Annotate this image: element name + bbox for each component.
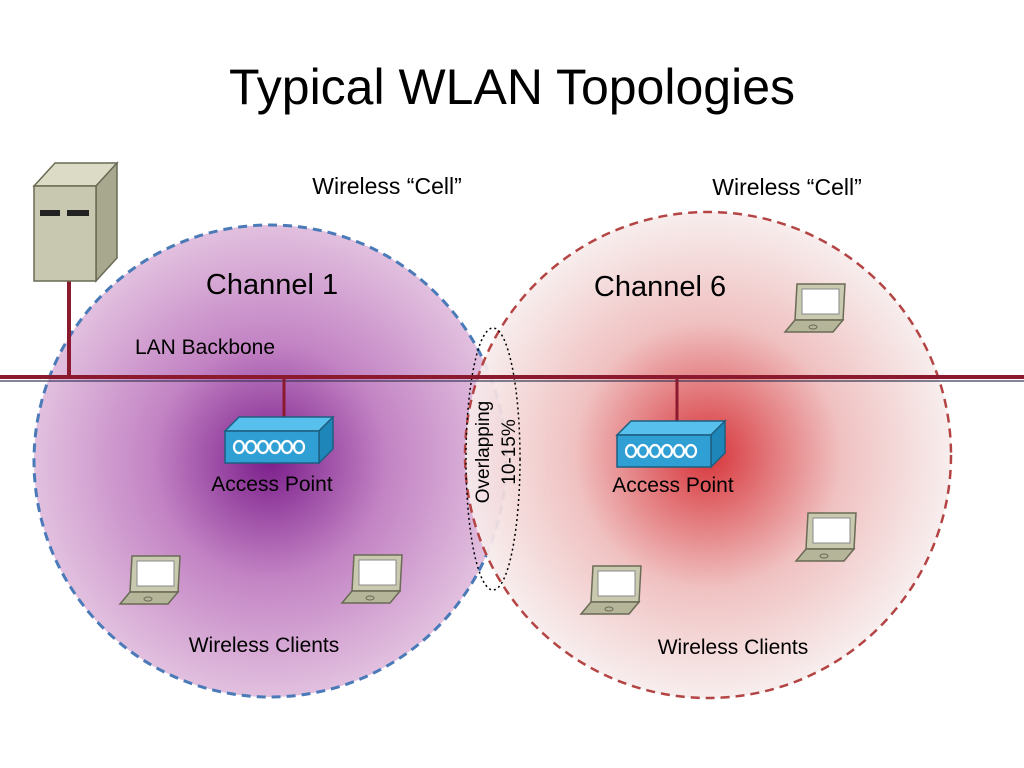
channel-left-label: Channel 1 [206, 269, 338, 301]
lan-backbone [0, 375, 1024, 421]
access-point-right-label: Access Point [612, 474, 734, 497]
backbone-label: LAN Backbone [135, 336, 275, 359]
channel-right-label: Channel 6 [594, 271, 726, 303]
access-point-icon [223, 415, 335, 465]
overlap-line2: 10-15% [499, 419, 520, 485]
overlap-label: Overlapping 10-15% [473, 401, 520, 503]
clients-left-label: Wireless Clients [189, 634, 340, 657]
overlap-line1: Overlapping [473, 401, 494, 503]
slide-title: Typical WLAN Topologies [228, 59, 795, 115]
server-icon [32, 161, 119, 377]
cell-left-label: Wireless “Cell” [312, 173, 462, 199]
cell-right-label: Wireless “Cell” [712, 174, 862, 200]
clients-right-label: Wireless Clients [658, 636, 809, 659]
access-point-left-label: Access Point [211, 473, 333, 496]
access-point-icon [615, 419, 727, 469]
overlap-ellipse [465, 327, 521, 591]
